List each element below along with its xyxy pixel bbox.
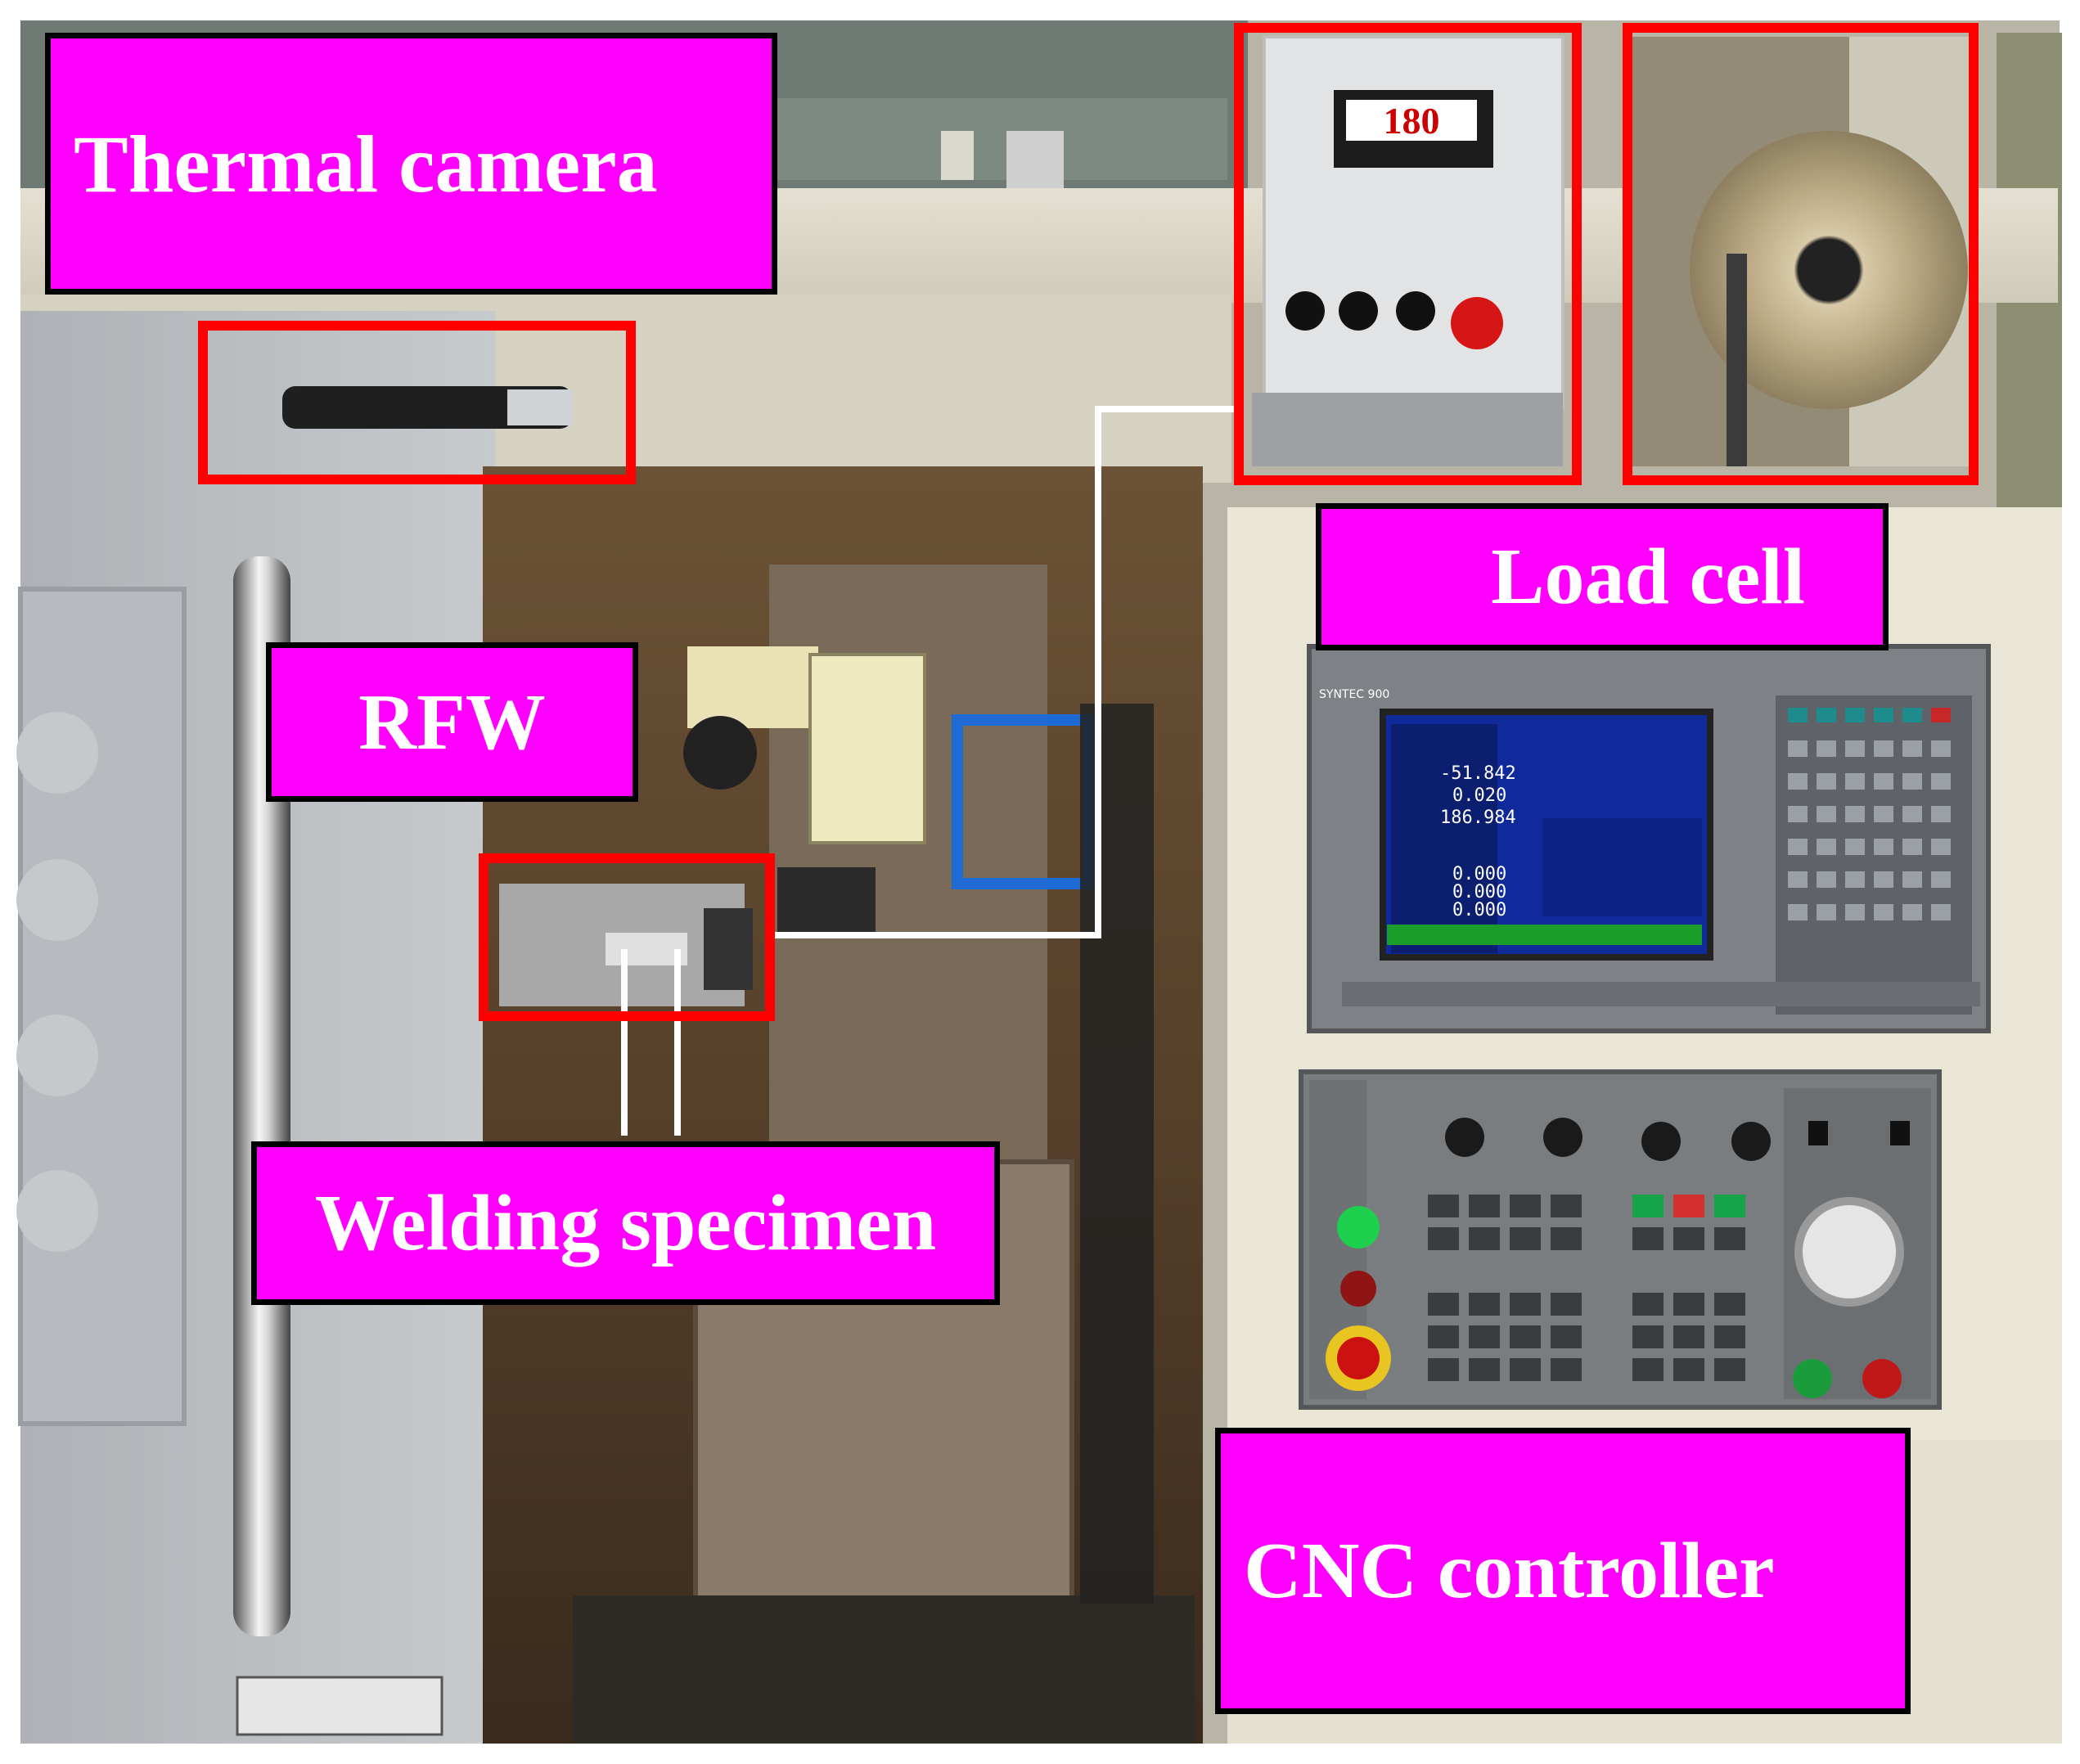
welding-specimen-label: Welding specimen: [251, 1141, 1000, 1305]
welding-specimen-frame: [479, 853, 775, 1021]
thermal-camera-frame: [198, 321, 636, 484]
cnc-y-readout: 0.020: [1452, 785, 1507, 806]
load-cell-label: Load cell: [1316, 503, 1889, 650]
rfw-label: RFW: [266, 642, 638, 802]
load-cell-readout: 180: [1384, 100, 1440, 142]
cnc-brand: SYNTEC 900: [1319, 688, 1389, 701]
cnc-a-readout: 0.000: [1452, 864, 1507, 884]
cnc-b-readout: 0.000: [1452, 882, 1507, 902]
cnc-z-readout: 186.984: [1440, 808, 1516, 828]
load-cell-frame: [1623, 23, 1979, 485]
cnc-c-readout: 0.000: [1452, 900, 1507, 920]
cnc-controller-label: CNC controller: [1215, 1428, 1911, 1714]
thermal-camera-label: Thermal camera: [45, 33, 777, 295]
control-box-frame: [1234, 23, 1582, 485]
cnc-x-readout: -51.842: [1440, 763, 1516, 784]
